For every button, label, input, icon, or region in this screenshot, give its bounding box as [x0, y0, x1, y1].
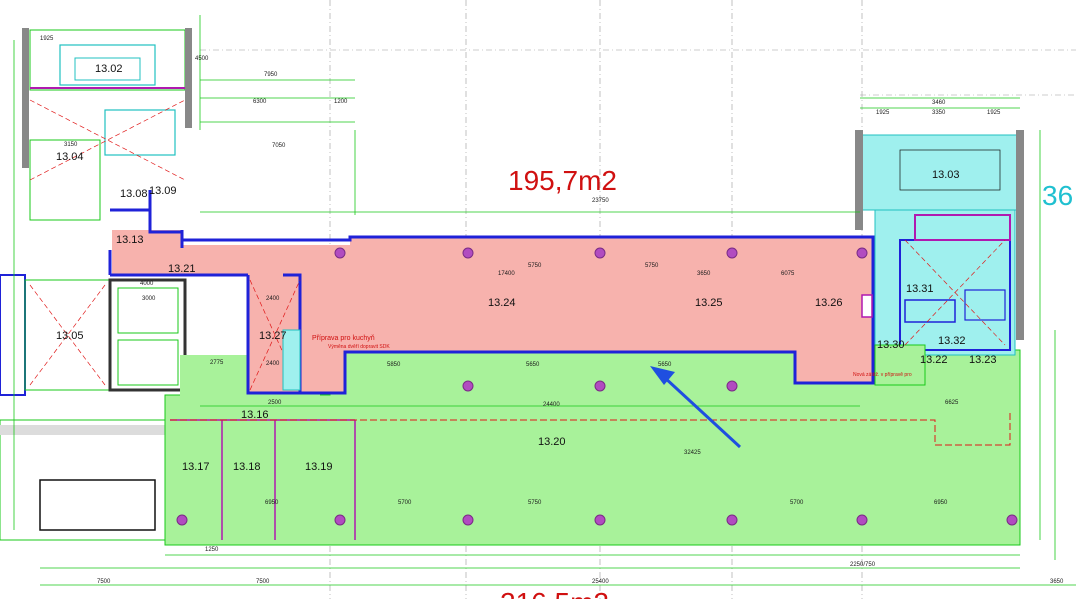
area-label-bottom: 216,5m2: [500, 587, 609, 599]
room-label-13-24: 13.24: [488, 297, 516, 309]
dim-text: 3000: [142, 296, 156, 302]
dim-text: 7050: [272, 143, 286, 149]
dim-text: 25400: [592, 579, 609, 585]
dim-text: 6075: [781, 271, 795, 277]
room-13-24-fill: [112, 230, 873, 393]
dim-text: 1925: [876, 110, 890, 116]
dim-text: 5650: [526, 362, 540, 368]
column: [856, 247, 868, 259]
dim-text: 5750: [528, 500, 542, 506]
column: [594, 514, 606, 526]
column: [594, 380, 606, 392]
dim-text: 5650: [658, 362, 672, 368]
dim-text: 3650: [697, 271, 711, 277]
dim-text: 5750: [528, 263, 542, 269]
room-label-13-32: 13.32: [938, 335, 966, 347]
dim-text: 3350: [932, 110, 946, 116]
dim-text: 3650: [1050, 579, 1064, 585]
dim-text: 1250: [205, 547, 219, 553]
dim-text: 5700: [790, 500, 804, 506]
room-label-13-26: 13.26: [815, 297, 843, 309]
room-labels: 13.02 13.03 13.04 13.05 13.08 13.09 13.1…: [56, 63, 997, 473]
column: [1006, 514, 1018, 526]
dim-text: 3150: [64, 142, 78, 148]
room-label-13-16: 13.16: [241, 409, 269, 421]
note-kitchen-prep: Příprava pro kuchyň: [312, 335, 375, 342]
column: [334, 247, 346, 259]
right-cyan-block: [855, 130, 1024, 386]
room-label-13-09: 13.09: [149, 185, 177, 197]
dim-text: 4000: [140, 281, 154, 287]
column: [856, 514, 868, 526]
room-label-13-23: 13.23: [969, 354, 997, 366]
dim-text: 32425: [684, 450, 701, 456]
column: [594, 247, 606, 259]
dim-text: 7500: [256, 579, 270, 585]
dim-text: 2250/750: [850, 562, 876, 568]
room-label-13-31: 13.31: [906, 283, 934, 295]
note-kitchen-prep-sub: Výměna dvěří dopravit SDK: [328, 344, 390, 350]
dim-text: 6300: [253, 99, 267, 105]
room-label-13-20: 13.20: [538, 436, 566, 448]
stair-13-27: [282, 329, 301, 391]
dim-text: 1925: [987, 110, 1001, 116]
room-label-13-08: 13.08: [120, 188, 148, 200]
structural-columns: [176, 247, 1018, 526]
room-label-13-03: 13.03: [932, 169, 960, 181]
arrow-pointer-icon: [650, 366, 742, 449]
column: [726, 247, 738, 259]
room-label-13-30: 13.30: [877, 339, 905, 351]
dim-text: 6950: [934, 500, 948, 506]
room-label-13-04: 13.04: [56, 151, 84, 163]
dim-text: 5850: [387, 362, 401, 368]
dim-text: 7500: [97, 579, 111, 585]
area-label-main: 195,7m2: [508, 165, 617, 196]
dim-text: 1925: [40, 36, 54, 42]
dim-text: 2400: [266, 296, 280, 302]
room-label-13-18: 13.18: [233, 461, 261, 473]
dimension-texts: 7950 6300 7050 1200 1925 3150 23750 1740…: [40, 36, 1064, 585]
boundary-13-20: [170, 410, 1011, 446]
column: [462, 247, 474, 259]
dimension-lines: [13, 15, 1076, 586]
dim-text: 2775: [210, 360, 224, 366]
room-label-13-05: 13.05: [56, 330, 84, 342]
room-label-13-02: 13.02: [95, 63, 123, 75]
column: [176, 514, 188, 526]
column: [334, 514, 346, 526]
column: [726, 380, 738, 392]
room-label-13-19: 13.19: [305, 461, 333, 473]
column: [462, 514, 474, 526]
dim-text: 4500: [195, 56, 209, 62]
room-label-13-21: 13.21: [168, 263, 196, 275]
room-label-13-22: 13.22: [920, 354, 948, 366]
left-lower-block: [0, 419, 166, 541]
column: [462, 380, 474, 392]
dim-text: 1200: [334, 99, 348, 105]
dim-text: 7950: [264, 72, 278, 78]
dim-text: 6625: [945, 400, 959, 406]
area-label-right: 36: [1042, 180, 1073, 211]
note-prep-right: Nová zátěž. v přípravě pro: [853, 372, 912, 378]
dim-text: 5700: [398, 500, 412, 506]
dim-text: 24400: [543, 402, 560, 408]
dim-text: 17400: [498, 271, 515, 277]
dim-text: 6950: [265, 500, 279, 506]
door-marker: [861, 294, 873, 318]
blue-walls: [108, 190, 875, 395]
room-label-13-27: 13.27: [259, 330, 287, 342]
left-upper-block: [22, 28, 192, 221]
dim-text: 2500: [268, 400, 282, 406]
column: [726, 514, 738, 526]
left-middle-block: [0, 274, 187, 396]
room-label-13-13: 13.13: [116, 234, 144, 246]
dim-text: 23750: [592, 198, 609, 204]
room-label-13-25: 13.25: [695, 297, 723, 309]
dim-text: 3460: [932, 100, 946, 106]
dim-text: 2400: [266, 361, 280, 367]
dim-text: 5750: [645, 263, 659, 269]
room-label-13-17: 13.17: [182, 461, 210, 473]
